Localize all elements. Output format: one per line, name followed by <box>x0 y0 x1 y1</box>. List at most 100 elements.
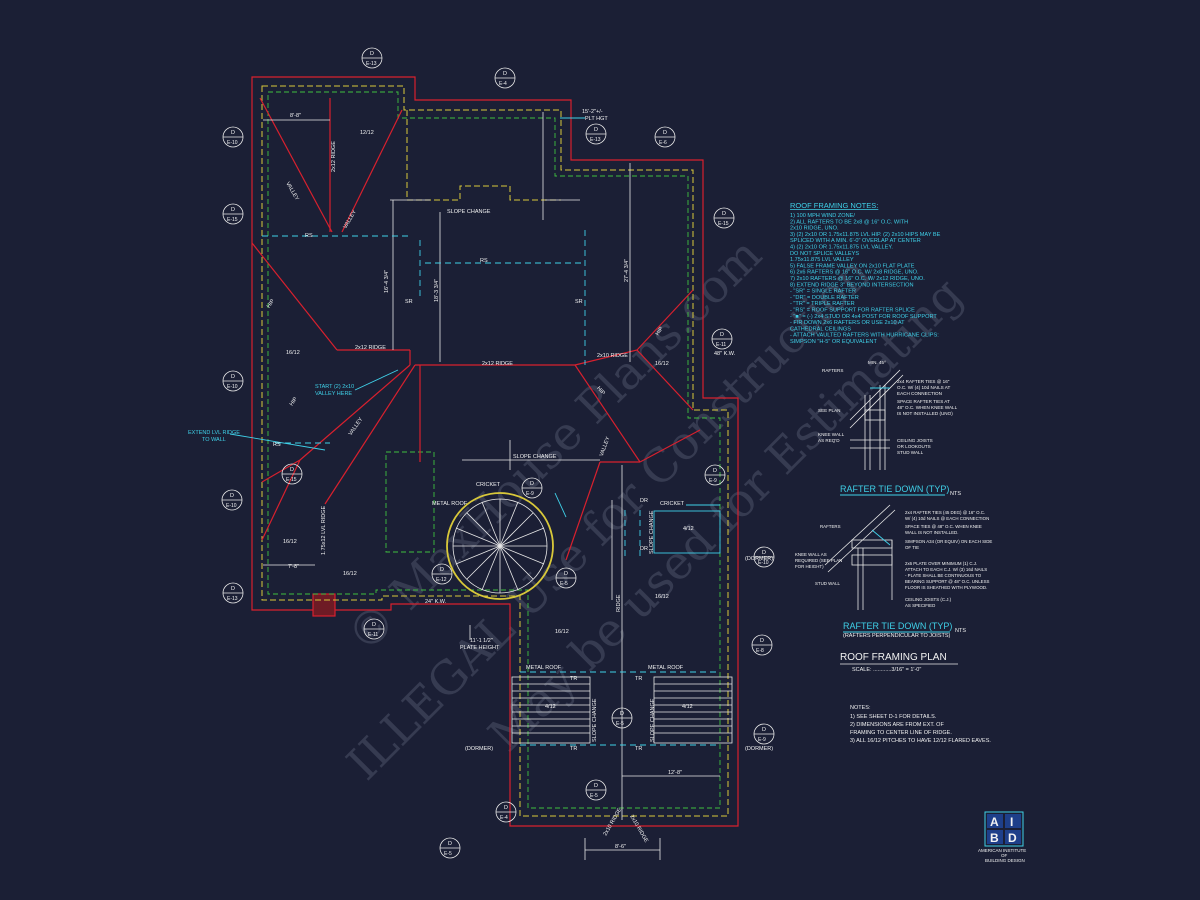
dimension-lines <box>263 112 720 860</box>
section-tag-bottom: E-11 <box>368 632 378 638</box>
detail2-label: AS SPECIFIED <box>905 603 935 608</box>
section-tag: D E-4 <box>494 67 516 89</box>
rs-label-2: RS <box>480 258 488 264</box>
valley-label-4: VALLEY <box>599 436 612 458</box>
detail2-label: BEARING SUPPORT @ 48" O.C. UNLESS <box>905 579 989 584</box>
section-tag: DE-13 <box>361 47 383 69</box>
pitch-16-1: 16/12 <box>283 539 297 545</box>
detail2-title: RAFTER TIE DOWN (TYP) <box>843 621 952 631</box>
dim-18-3-vertical: 18'-3 3/4" <box>434 279 440 302</box>
section-tag: DE-13 <box>585 123 607 145</box>
plan-labels: 15'-2"+/- PLT HGT 8'-8" SLOPE CHANGE SLO… <box>188 109 773 850</box>
note-line: 5) FALSE FRAME VALLEY ON 2x10 FLAT PLATE <box>790 263 915 269</box>
metal-roof-right: METAL ROOF <box>648 665 684 671</box>
note-line: - ATTACH VAULTED RAFTERS WITH HURRICANE … <box>790 333 939 339</box>
logo-line-3: BUILDING DESIGN <box>985 858 1025 863</box>
section-tag-top: D <box>370 51 374 57</box>
extend-lvl-1: EXTEND LVL RIDGE <box>188 430 240 436</box>
notes-title: ROOF FRAMING NOTES: <box>790 201 878 210</box>
kw-24: 24" K.W. <box>425 599 447 605</box>
slope-change-v3: SLOPE CHANGE <box>649 510 655 554</box>
detail-rafter-tie-down-2: 2x4 RAFTER TIES (45 DEG) @ 16" O.C.W/ (4… <box>795 504 992 639</box>
section-tag: DE-5 <box>611 707 633 729</box>
section-tag-bottom: E-13 <box>227 596 238 602</box>
section-tag-bottom: E-4 <box>499 81 507 87</box>
bottom-note-1: 1) SEE SHEET D-1 FOR DETAILS. <box>850 714 937 720</box>
tr-label-1: TR <box>570 676 577 682</box>
section-tag-top: D <box>503 71 507 77</box>
section-tag-bottom: E-9 <box>758 737 766 743</box>
note-line: 8) EXTEND RIDGE 3" BEYOND INTERSECTION <box>790 282 914 288</box>
section-tag-top: D <box>564 571 568 577</box>
hip-label-2: HIP <box>655 326 665 337</box>
detail2-label: WALL IS NOT INSTALLED. <box>905 530 958 535</box>
dormer-upper-box <box>653 510 721 554</box>
pitch-16-6: 16/12 <box>655 594 669 600</box>
detail1-label: 48" O.C. WHEN KNEE WALL <box>897 405 958 410</box>
cricket-1: CRICKET <box>476 482 501 488</box>
section-tag-bottom: E-6 <box>659 140 667 146</box>
pitch-12-1: 12/12 <box>360 130 374 136</box>
section-tag-bottom: E-4 <box>500 815 508 821</box>
hip-label-bottom-1: 2x10 RIDGE <box>603 807 624 837</box>
detail1-label: RAFTERS <box>822 368 843 373</box>
section-tag: DE-13 <box>222 582 244 604</box>
section-tag-top: D <box>230 493 234 499</box>
section-tag-bottom: E-15 <box>718 221 729 227</box>
section-tag-top: D <box>530 481 534 487</box>
section-tag: DE-10 <box>221 489 243 511</box>
dr-label-1: DR <box>640 498 648 504</box>
dormer-left: (DORMER) <box>465 746 493 752</box>
section-tag-top: D <box>594 783 598 789</box>
note-line: 1.75x11.875 LVL VALLEY <box>790 257 854 263</box>
rs-label-3: RS <box>273 442 281 448</box>
note-line: - "■" = (-) 2x4 STUD OR 4x4 POST FOR ROO… <box>790 314 937 320</box>
note-line: CATHEDRAL CEILINGS <box>790 326 851 332</box>
section-tag-top: D <box>448 841 452 847</box>
metal-roof-turret: METAL ROOF <box>432 501 468 507</box>
note-line: 7) 2x10 RAFTERS @ 16" O.C. W/ 2x12 RIDGE… <box>790 276 925 282</box>
dim-7-8: 7'-8" <box>288 564 299 570</box>
roof-support-lines <box>262 230 720 746</box>
detail1-label: 2x4 RAFTER TIES @ 16" <box>897 379 950 384</box>
section-tag-top: D <box>504 805 508 811</box>
section-tag-top: D <box>594 127 598 133</box>
detail2-label: STUD WALL <box>815 581 841 586</box>
section-tag-top: D <box>713 468 717 474</box>
section-tag-bottom: E-9 <box>709 478 717 484</box>
hip-label-3: HIP <box>595 386 606 397</box>
detail2-subtitle: (RAFTERS PERPENDICULAR TO JOISTS) <box>843 633 951 639</box>
bottom-note-3: FRAMING TO CENTER LINE OF RIDGE. <box>850 730 952 736</box>
section-tag-bottom: E-10 <box>227 384 238 390</box>
detail2-label: SIMPSON A34 (OR EQUIV) ON EACH SIDE <box>905 539 992 544</box>
section-tag: DE-5 <box>585 779 607 801</box>
plan-scale: SCALE: ............3/16" = 1'-0" <box>852 667 921 673</box>
section-tag: DE-5 <box>439 837 461 859</box>
detail1-label: OR LOOKOUTS <box>897 444 931 449</box>
detail2-label: SPACE TIES @ 48" O.C. WHEN KNEE <box>905 524 982 529</box>
detail2-label: CEILING JOISTS (C.J.) <box>905 597 952 602</box>
section-tag-top: D <box>663 130 667 136</box>
section-tag: D E-4 <box>495 801 517 823</box>
detail1-label: SEE PLAN <box>818 408 840 413</box>
section-tag: DE-15 <box>222 203 244 225</box>
detail2-label: FLOOR IS SHEATHED WITH PLYWOOD. <box>905 585 987 590</box>
section-tag-top: D <box>231 130 235 136</box>
note-line: 2x10 RIDGE, UNO. <box>790 226 839 232</box>
section-tag: DE-12 <box>431 563 453 585</box>
section-tag: DE-5 <box>555 567 577 589</box>
section-tag-top: D <box>440 567 444 573</box>
detail2-label: RAFTERS <box>820 524 841 529</box>
bottom-note-2: 2) DIMENSIONS ARE FROM EXT. OF <box>850 722 944 728</box>
pitch-16-4: 16/12 <box>343 571 357 577</box>
section-tag: DE-10 <box>222 126 244 148</box>
dormer-upper: (DORMER) <box>745 556 773 562</box>
plan-title: ROOF FRAMING PLAN <box>840 652 947 663</box>
tr-label-4: TR <box>635 746 642 752</box>
dormer-hatch-right <box>653 676 733 744</box>
plate-height-2: PLATE HEIGHT <box>460 645 500 651</box>
rs-label-1: RS <box>305 233 313 239</box>
pitch-16-2: 16/12 <box>286 350 300 356</box>
logo-line-1: AMERICAN INSTITUTE <box>978 848 1026 853</box>
